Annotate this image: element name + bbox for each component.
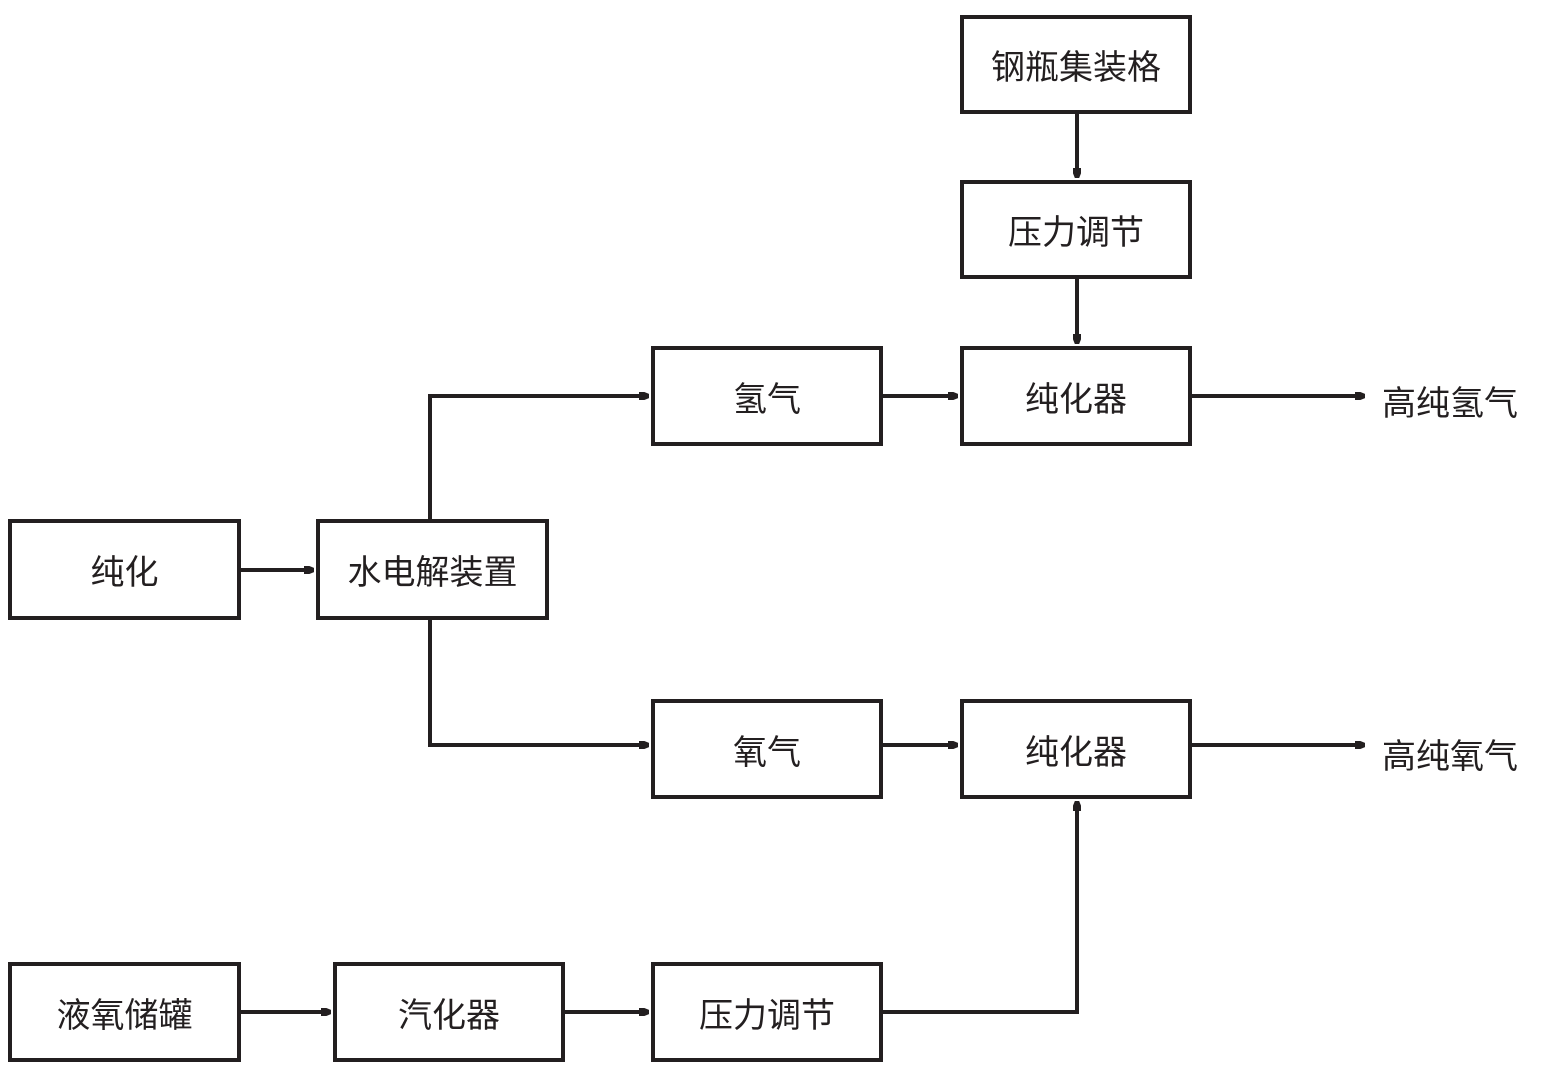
edge-pressure-regulation-to-oxygen-purifier (883, 801, 1077, 1014)
oxygen-purifier-box: 纯化器 (960, 699, 1192, 799)
vaporizer-box: 汽化器 (333, 962, 565, 1062)
water-electrolysis-box: 水电解装置 (316, 519, 549, 620)
oxygen-box: 氧气 (651, 699, 883, 799)
purification-box: 纯化 (8, 519, 241, 620)
edge-electrolysis-to-oxygen (428, 620, 649, 745)
hydrogen-box: 氢气 (651, 346, 883, 446)
liquid-oxygen-tank-box: 液氧储罐 (8, 962, 241, 1062)
high-purity-hydrogen-label: 高纯氢气 (1382, 384, 1518, 424)
pressure-regulation-bottom-box: 压力调节 (651, 962, 883, 1062)
pressure-regulation-top-box: 压力调节 (960, 180, 1192, 279)
high-purity-oxygen-label: 高纯氧气 (1382, 737, 1518, 777)
cylinder-rack-box: 钢瓶集装格 (960, 15, 1192, 114)
edge-electrolysis-to-hydrogen (428, 396, 649, 519)
hydrogen-purifier-box: 纯化器 (960, 346, 1192, 446)
